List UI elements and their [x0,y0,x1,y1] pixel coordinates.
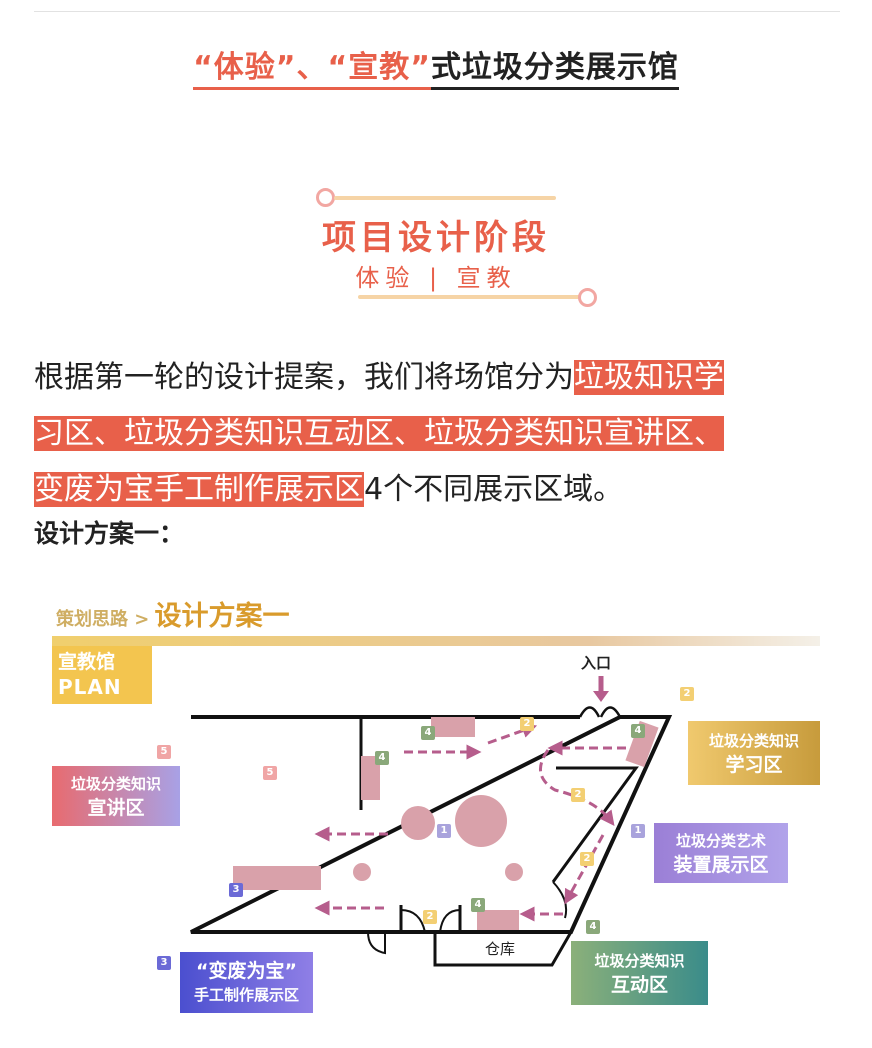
exhibit-top [431,717,475,737]
storage-label: 仓库 [485,940,516,958]
floor-badge-2c: 2 [580,852,594,866]
door-arc-mid [400,909,426,933]
plan-label: 设计方案一： [34,519,185,548]
top-divider [34,11,840,12]
intro-lead: 根据第一轮的设计提案，我们将场馆分为 [34,360,574,395]
deco-circle-bottom [578,288,597,307]
figure-title: 设计方案一 [154,601,290,632]
floor-badge-4d: 4 [471,898,485,912]
zone-art: 垃圾分类艺术 装置展示区 [654,823,788,883]
intro-paragraph: 根据第一轮的设计提案，我们将场馆分为垃圾知识学习区、垃圾分类知识互动区、垃圾分类… [34,350,844,518]
title-highlight: “体验”、“宣教” [193,50,431,90]
floor-badge-1: 1 [437,824,451,838]
zone-craft-line2: 手工制作展示区 [193,985,299,1004]
entry-label: 入口 [581,654,612,672]
intro-highlight-2: 习区、垃圾分类知识互动区、垃圾分类知识宣讲区、 [34,416,724,451]
stage-subtitle: 体验 | 宣教 [355,264,517,292]
floor-badge-4b: 4 [375,751,389,765]
zone-art-line2: 装置展示区 [673,854,769,876]
zone-learning-line2: 学习区 [725,754,783,776]
zone-art-line1: 垃圾分类艺术 [675,832,766,850]
exhibit-right-top [625,720,659,768]
plan-tag-line1: 宣教馆 [58,651,116,673]
zone-craft-line1: “变废为宝” [196,959,297,982]
zone-interactive: 垃圾分类知识 互动区 [571,941,708,1005]
figure-header-bar [52,636,820,646]
storage-room [433,931,573,967]
zone-badge-lecture: 5 [157,745,171,759]
zone-lecture: 垃圾分类知识 宣讲区 [52,766,180,826]
zone-lecture-line1: 垃圾分类知识 [70,775,161,793]
exhibit-circle-mid [401,806,435,840]
zone-interactive-line1: 垃圾分类知识 [594,952,685,970]
intro-highlight-3: 变废为宝手工制作展示区 [34,472,364,507]
exhibit-circle-small-right [505,863,523,881]
plan-tag: 宣教馆 PLAN A [52,646,152,724]
interior-wall-wedge [551,766,639,883]
zone-badge-art: 1 [631,824,645,838]
zone-lecture-line2: 宣讲区 [87,797,145,819]
floor-plan [190,676,673,967]
floor-badge-5: 5 [263,766,277,780]
plan-tag-line2: PLAN A [58,675,122,724]
zone-craft: “变废为宝” 手工制作展示区 [180,952,313,1013]
deco-line-bottom [358,295,580,299]
entry-door [578,706,622,718]
exhibit-circle-small-left [353,863,371,881]
exhibit-bottom [477,910,519,930]
door-arc-left [367,931,386,955]
zone-learning: 垃圾分类知识 学习区 [688,721,820,785]
zone-badge-interactive: 4 [586,920,600,934]
intro-highlight-1: 垃圾知识学 [574,360,724,395]
intro-tail: 4个不同展示区域。 [364,472,624,507]
floor-badge-2b: 2 [571,788,585,802]
zone-badge-craft: 3 [157,956,171,970]
zone-badge-learning: 2 [680,687,694,701]
exhibit-long [233,866,321,890]
exhibit-circle-big [455,795,507,847]
flow-arrow-5 [564,834,605,905]
floor-badge-2a: 2 [520,717,534,731]
figure-header: 策划思路 > 设计方案一 [56,594,289,633]
floor-badge-4a: 4 [421,726,435,740]
flow-arrow-4 [539,749,615,826]
floor-plan-figure: 策划思路 > 设计方案一 宣教馆 PLAN A [0,580,872,1040]
title-rest: 式垃圾分类展示馆 [430,50,679,90]
floor-badge-4c: 4 [631,724,645,738]
zone-learning-line1: 垃圾分类知识 [708,732,799,750]
door-arc-mid2 [439,909,461,933]
stage-title: 项目设计阶段 [322,218,550,258]
floor-badge-2d: 2 [423,910,437,924]
figure-breadcrumb: 策划思路 > [56,609,150,630]
page-title: “体验”、“宣教”式垃圾分类展示馆 [0,42,872,90]
exhibit-left-wall [361,756,380,800]
flow-arrow-2 [487,723,538,745]
deco-circle-top [316,188,335,207]
deco-line-top [334,196,556,200]
floor-badge-3: 3 [229,883,243,897]
zone-interactive-line2: 互动区 [610,974,668,996]
